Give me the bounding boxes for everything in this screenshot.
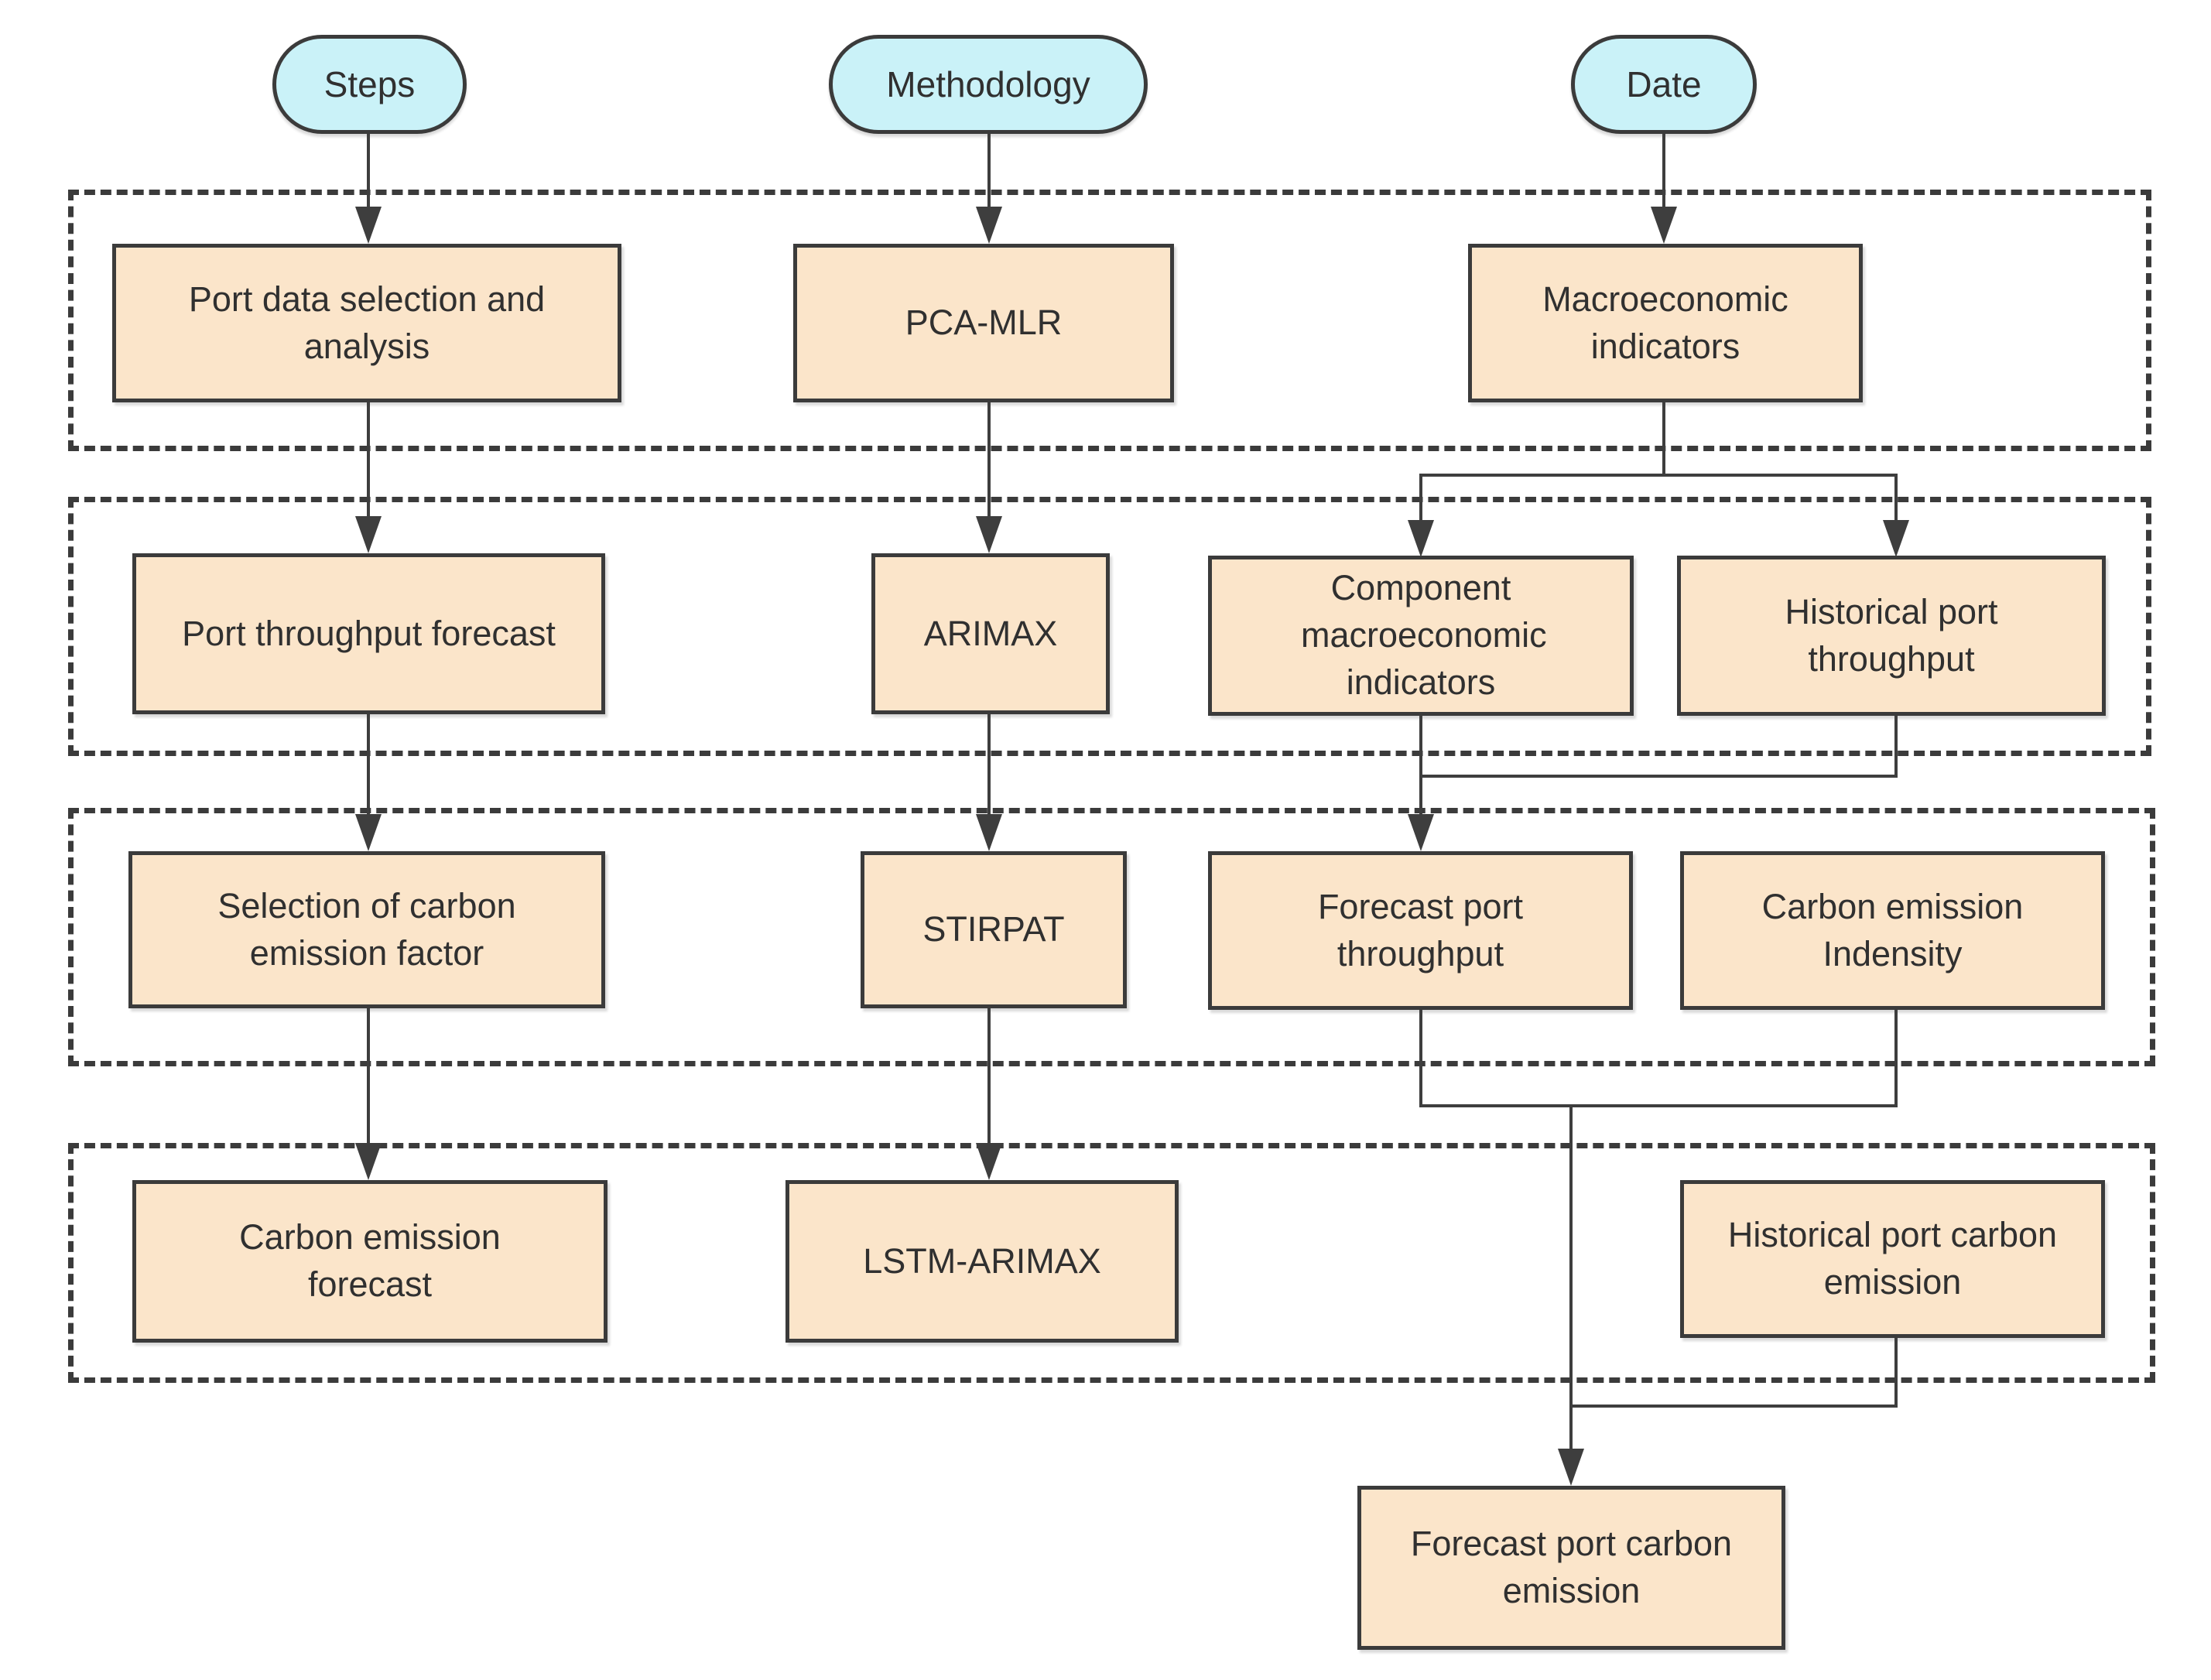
lane-pill-methodology-label: Methodology xyxy=(886,64,1090,104)
edge-to-forecastcarbon-shaft xyxy=(1569,1408,1573,1449)
edge-emission-merge-bar xyxy=(1419,1104,1898,1107)
node-macroeconomic-indicators-label: Macroeconomic indicators xyxy=(1542,279,1788,366)
edge-stirpat-to-lstmarimax-arrowhead xyxy=(976,1143,1002,1180)
edge-portdata-to-throughputforecast-arrowhead xyxy=(355,516,382,553)
node-port-data-selection: Port data selection and analysis xyxy=(112,244,621,402)
edge-central-down-shaft xyxy=(1569,1104,1573,1408)
edge-historical-down-shaft xyxy=(1894,716,1898,778)
lane-pill-date: Date xyxy=(1571,35,1757,134)
edge-macro-to-historical-shaft xyxy=(1894,477,1898,520)
node-pca-mlr-label: PCA-MLR xyxy=(905,303,1063,343)
edge-component-down-shaft xyxy=(1419,716,1422,778)
node-historical-port-carbon-emission-label: Historical port carbon emission xyxy=(1727,1215,2058,1302)
node-arimax-label: ARIMAX xyxy=(923,613,1058,653)
node-historical-port-throughput: Historical port throughput xyxy=(1677,556,2106,716)
edge-historicalcarbon-down-shaft xyxy=(1894,1338,1898,1408)
edge-portdata-to-throughputforecast-shaft xyxy=(367,402,370,516)
node-carbon-emission-forecast-label: Carbon emission forecast xyxy=(239,1217,501,1304)
node-port-throughput-forecast: Port throughput forecast xyxy=(132,553,605,714)
edge-arimax-to-stirpat-arrowhead xyxy=(976,814,1002,851)
lane-pill-steps-label: Steps xyxy=(323,64,416,104)
node-forecast-port-throughput-label: Forecast port throughput xyxy=(1317,886,1524,973)
edge-carbonfactor-to-emissionforecast-shaft xyxy=(367,1008,370,1143)
edge-methodology-to-pcamlr-arrowhead xyxy=(976,207,1002,244)
node-stirpat-label: STIRPAT xyxy=(922,909,1065,949)
node-carbon-emission-forecast: Carbon emission forecast xyxy=(132,1180,608,1343)
node-forecast-port-throughput: Forecast port throughput xyxy=(1208,851,1633,1010)
node-component-macroeconomic-indicators: Component macroeconomic indicators xyxy=(1208,556,1634,716)
edge-merge-to-forecastthroughput-arrowhead xyxy=(1408,814,1434,851)
node-historical-port-throughput-label: Historical port throughput xyxy=(1785,591,1998,679)
lane-pill-methodology: Methodology xyxy=(829,35,1148,134)
edge-macro-to-historical-arrowhead xyxy=(1883,520,1909,557)
node-forecast-port-carbon-emission-label: Forecast port carbon emission xyxy=(1410,1524,1733,1610)
node-forecast-port-carbon-emission: Forecast port carbon emission xyxy=(1357,1486,1785,1650)
node-component-macroeconomic-indicators-label: Component macroeconomic indicators xyxy=(1301,568,1547,702)
edge-throughputforecast-to-carbonfactor-shaft xyxy=(367,714,370,814)
lane-pill-steps: Steps xyxy=(272,35,467,134)
node-port-throughput-forecast-label: Port throughput forecast xyxy=(182,613,556,653)
edge-date-to-macro-shaft xyxy=(1662,134,1665,207)
phase-band-1 xyxy=(68,190,2151,451)
lane-pill-date-label: Date xyxy=(1626,64,1702,104)
edge-carbonfactor-to-emissionforecast-arrowhead xyxy=(355,1143,382,1180)
edge-macro-split-bar xyxy=(1419,474,1898,477)
node-stirpat: STIRPAT xyxy=(861,851,1127,1008)
node-lstm-arimax-label: LSTM-ARIMAX xyxy=(863,1240,1101,1281)
edge-pcamlr-to-arimax-shaft xyxy=(987,402,991,516)
node-carbon-emission-indensity: Carbon emission Indensity xyxy=(1680,851,2105,1010)
phase-band-2 xyxy=(68,497,2151,756)
phase-band-3 xyxy=(68,808,2155,1066)
node-historical-port-carbon-emission: Historical port carbon emission xyxy=(1680,1180,2105,1338)
edge-steps-to-portdata-shaft xyxy=(367,134,370,207)
node-macroeconomic-indicators: Macroeconomic indicators xyxy=(1468,244,1863,402)
edge-throughputforecast-to-carbonfactor-arrowhead xyxy=(355,814,382,851)
edge-arimax-to-stirpat-shaft xyxy=(987,714,991,814)
node-selection-carbon-emission-factor-label: Selection of carbon emission factor xyxy=(217,885,516,973)
edge-macro-split-stem xyxy=(1662,402,1665,477)
edge-date-to-macro-arrowhead xyxy=(1651,207,1677,244)
node-lstm-arimax: LSTM-ARIMAX xyxy=(785,1180,1179,1343)
edge-to-forecastcarbon-arrowhead xyxy=(1558,1449,1584,1486)
edge-merge-to-forecastthroughput-shaft xyxy=(1419,778,1422,814)
edge-macro-to-component-arrowhead xyxy=(1408,520,1434,557)
node-selection-carbon-emission-factor: Selection of carbon emission factor xyxy=(128,851,605,1008)
node-carbon-emission-indensity-label: Carbon emission Indensity xyxy=(1761,886,2024,973)
node-pca-mlr: PCA-MLR xyxy=(793,244,1174,402)
node-arimax: ARIMAX xyxy=(871,553,1110,714)
edge-pcamlr-to-arimax-arrowhead xyxy=(976,516,1002,553)
edge-indensity-down-shaft xyxy=(1894,1010,1898,1107)
edge-stirpat-to-lstmarimax-shaft xyxy=(987,1008,991,1143)
node-port-data-selection-label: Port data selection and analysis xyxy=(188,279,546,366)
edge-forecastthroughput-down-shaft xyxy=(1419,1010,1422,1107)
edge-steps-to-portdata-arrowhead xyxy=(355,207,382,244)
edge-methodology-to-pcamlr-shaft xyxy=(987,134,991,207)
edge-macro-to-component-shaft xyxy=(1419,477,1422,520)
phase-band-4 xyxy=(68,1143,2155,1383)
edge-final-merge-bar xyxy=(1569,1405,1898,1408)
edge-throughput-merge-bar xyxy=(1419,775,1898,778)
